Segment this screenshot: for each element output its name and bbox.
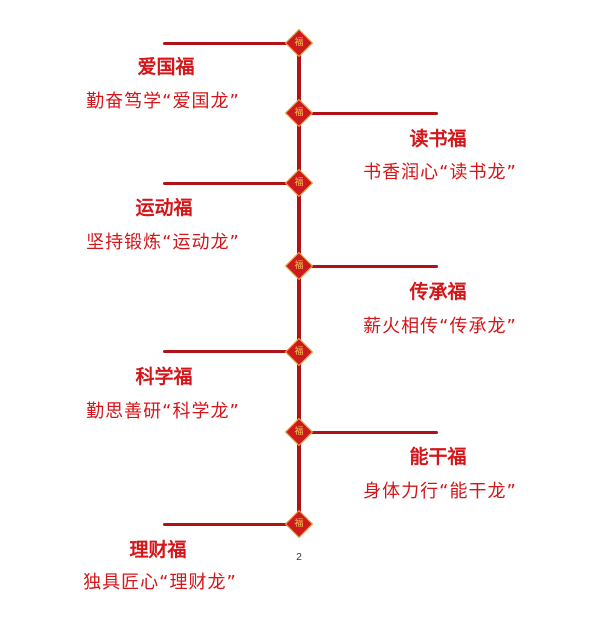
fu-diamond-icon: 福 bbox=[284, 509, 314, 539]
fu-diamond-icon: 福 bbox=[284, 168, 314, 198]
item-desc: 书香润心“读书龙” bbox=[363, 162, 517, 183]
timeline-spine bbox=[297, 44, 301, 528]
connector-line bbox=[163, 350, 298, 353]
connector-line bbox=[163, 182, 298, 185]
connector-line bbox=[300, 112, 438, 115]
fu-diamond-icon: 福 bbox=[284, 98, 314, 128]
item-title: 理财福 bbox=[129, 539, 187, 561]
item-title: 传承福 bbox=[409, 281, 467, 303]
fu-diamond-icon: 福 bbox=[284, 251, 314, 281]
fu-diamond-icon: 福 bbox=[284, 337, 314, 367]
item-title: 读书福 bbox=[409, 128, 467, 150]
item-title: 科学福 bbox=[135, 366, 193, 388]
item-title: 爱国福 bbox=[137, 56, 195, 78]
item-title: 运动福 bbox=[135, 197, 193, 219]
item-desc: 薪火相传“传承龙” bbox=[363, 316, 517, 337]
fu-diamond-icon: 福 bbox=[284, 28, 314, 58]
item-desc: 身体力行“能干龙” bbox=[363, 481, 517, 502]
connector-line bbox=[300, 431, 438, 434]
item-desc: 勤奋笃学“爱国龙” bbox=[86, 91, 240, 112]
item-desc: 勤思善研“科学龙” bbox=[86, 401, 240, 422]
item-desc: 独具匠心“理财龙” bbox=[83, 572, 237, 593]
connector-line bbox=[163, 523, 298, 526]
connector-line bbox=[300, 265, 438, 268]
page-number: 2 bbox=[296, 552, 302, 563]
connector-line bbox=[163, 42, 298, 45]
fu-diamond-icon: 福 bbox=[284, 417, 314, 447]
item-title: 能干福 bbox=[409, 446, 467, 468]
item-desc: 坚持锻炼“运动龙” bbox=[86, 232, 240, 253]
